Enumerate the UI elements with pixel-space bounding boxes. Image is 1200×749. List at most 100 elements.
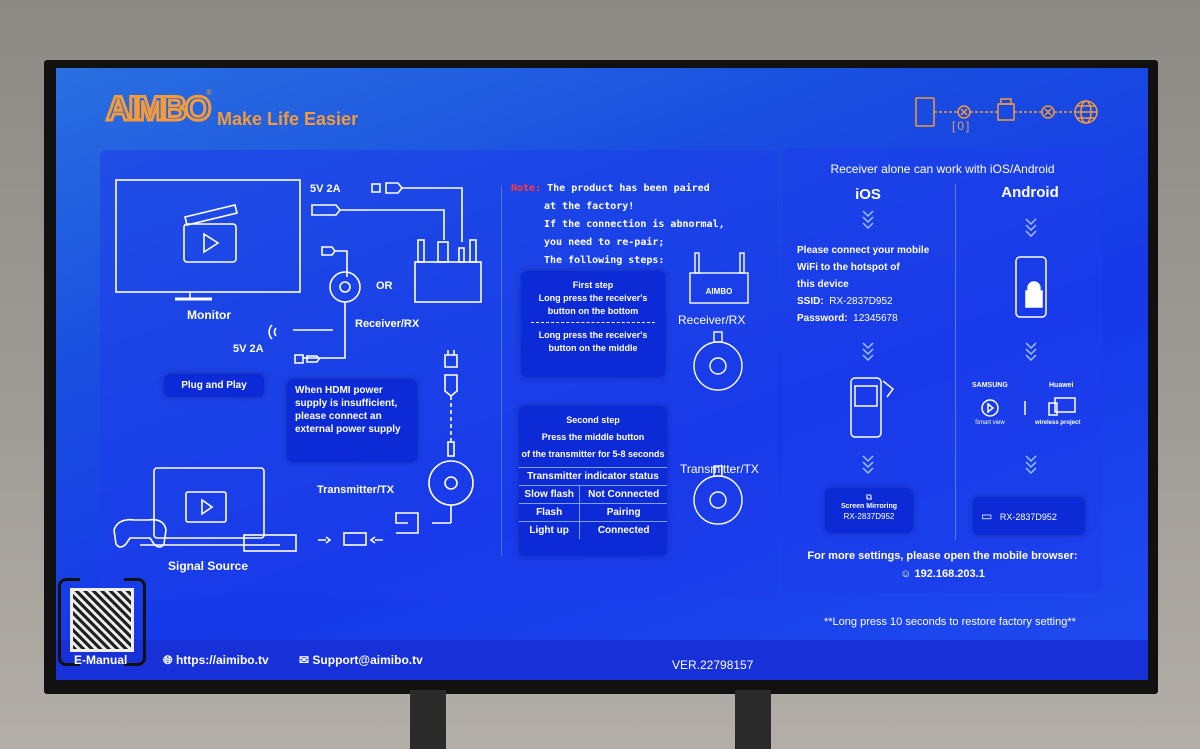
- wireless-project-label: wireless project: [1035, 420, 1081, 426]
- android-device-name: RX-2837D952: [999, 512, 1057, 522]
- second-step-box: Second step Press the middle button of t…: [519, 406, 667, 556]
- note-line: The following steps:: [544, 255, 665, 266]
- svg-text:AIMBO: AIMBO: [106, 90, 211, 128]
- step-text: Press the middle button: [541, 432, 645, 442]
- transmitter-label: Transmitter/TX: [680, 462, 759, 476]
- hdmi-power-note: When HDMI power supply is insufficient, …: [287, 379, 417, 462]
- android-phone-icon: [1015, 256, 1047, 318]
- settings-text: For more settings, please open the mobil…: [807, 550, 1078, 562]
- emanual-link[interactable]: E-Manual: [74, 653, 128, 667]
- power-label: 5V 2A: [233, 343, 264, 355]
- chevrons-down-icon: [862, 210, 1037, 475]
- table-cell: Slow flash: [519, 485, 580, 504]
- brand-logo: AIMBO: [105, 89, 215, 135]
- note-label: Note:: [511, 183, 542, 194]
- divider: [501, 186, 502, 556]
- globe-icon: ☺: [900, 568, 912, 580]
- table-cell: Connected: [579, 521, 667, 539]
- receiver-dongle-icon: [997, 103, 1015, 121]
- samsung-label: SAMSUNG: [972, 382, 1008, 389]
- gamepad-icon: [113, 518, 167, 548]
- password-value: 12345678: [853, 313, 898, 324]
- monitor-icon: ▭: [981, 509, 993, 523]
- mirroring-label: Screen Mirroring: [840, 503, 897, 510]
- iphone-icon: [850, 377, 882, 438]
- divider: [955, 184, 956, 540]
- tv-stand-leg: [410, 690, 446, 749]
- website-link[interactable]: 🌐︎ https://aimibo.tv: [163, 653, 269, 667]
- mirroring-device: RX-2837D952: [843, 512, 895, 521]
- table-cell: Flash: [519, 503, 580, 522]
- note-line: The product has been paired: [547, 183, 710, 194]
- table-cell: Light up: [519, 521, 580, 539]
- note-line: If the connection is abnormal,: [544, 219, 725, 230]
- pairing-note: Note: The product has been paired at the…: [511, 180, 725, 270]
- tagline: Make Life Easier: [217, 109, 359, 129]
- screen-mirroring-card[interactable]: ⧉ Screen Mirroring RX-2837D952: [825, 488, 913, 533]
- hdmi-port-icon: [343, 532, 367, 546]
- first-step-box: First step Long press the receiver's but…: [521, 271, 665, 377]
- note-line: you need to re-pair;: [544, 237, 665, 248]
- android-device-card[interactable]: ▭ RX-2837D952: [973, 497, 1085, 535]
- wireless-project-icon: [1054, 397, 1076, 413]
- power-label: 5V 2A: [310, 183, 341, 195]
- password-label: Password:: [797, 313, 848, 324]
- step-title: First step: [572, 280, 614, 290]
- globe-icon: 🌐︎: [163, 653, 173, 667]
- connection-diagram: [113, 179, 482, 552]
- receiver-box-icon: [689, 272, 749, 304]
- instruction-line: this device: [797, 279, 849, 290]
- device-illustrations: AIMBO: [689, 252, 749, 525]
- ios-title: iOS: [855, 186, 881, 203]
- tv-screen: AIMBO ® Make Life Easier [0]: [56, 68, 1148, 680]
- ip-address: ☺ 192.168.203.1: [783, 568, 1102, 580]
- transmitter-dongle-icon: [428, 460, 474, 506]
- instruction-line: Please connect your mobile: [797, 245, 930, 256]
- signal-source-label: Signal Source: [168, 559, 249, 573]
- step-text: Long press the receiver's button on the …: [531, 322, 655, 355]
- mobile-illustrations: [850, 210, 1076, 475]
- smart-view-icon: [981, 399, 999, 417]
- clapper-icon: [183, 223, 237, 263]
- power-plug-icon: [371, 182, 404, 194]
- receiver-dongle-icon: [329, 271, 361, 303]
- note-line: at the factory!: [544, 201, 635, 212]
- plug-and-play-badge: Plug and Play: [164, 374, 264, 397]
- receiver-label: Receiver/RX: [355, 318, 420, 330]
- screen-mirroring-icon: ⧉: [865, 492, 873, 502]
- transmitter-dongle-icon: [693, 475, 743, 525]
- or-label: OR: [376, 280, 393, 292]
- ssid-label: SSID:: [797, 296, 824, 307]
- connection-status-icons: [915, 97, 1098, 127]
- setup-panel: Monitor 5V 2A 5V 2A OR Receiver/RX Plug …: [100, 150, 777, 598]
- receiver-dongle-icon: [693, 341, 743, 391]
- instruction-line: WiFi to the hotspot of: [797, 262, 900, 273]
- monitor-icon: [115, 179, 301, 293]
- mobile-panel: Receiver alone can work with iOS/Android…: [783, 148, 1102, 593]
- tv-stand-leg: [735, 690, 771, 749]
- qr-code[interactable]: [70, 588, 134, 652]
- smart-view-label: Smart view: [975, 420, 1005, 426]
- table-cell: Not Connected: [579, 485, 667, 504]
- svg-text:AIMBO: AIMBO: [706, 287, 733, 296]
- step-text: of the transmitter for 5-8 seconds: [521, 449, 665, 459]
- step-text: Long press the receiver's button on the …: [538, 293, 648, 316]
- receiver-label: Receiver/RX: [678, 313, 746, 327]
- huawei-label: Huawei: [1049, 382, 1074, 389]
- ssid-value: RX-2837D952: [829, 296, 893, 307]
- power-plug-icon: [444, 350, 458, 368]
- support-email-link[interactable]: ✉ Support@aimibo.tv: [299, 653, 423, 667]
- footer: [56, 640, 1148, 680]
- wifi-signal-icon: [268, 324, 277, 340]
- mail-icon: ✉: [299, 653, 310, 667]
- monitor-label: Monitor: [187, 308, 231, 322]
- mobile-panel-title: Receiver alone can work with iOS/Android: [830, 162, 1055, 176]
- receiver-box-icon: [414, 261, 482, 303]
- step-title: Second step: [566, 415, 620, 425]
- transmitter-label: Transmitter/TX: [317, 484, 395, 496]
- phone-icon: [915, 97, 935, 127]
- ios-instructions: Please connect your mobile WiFi to the h…: [797, 242, 929, 327]
